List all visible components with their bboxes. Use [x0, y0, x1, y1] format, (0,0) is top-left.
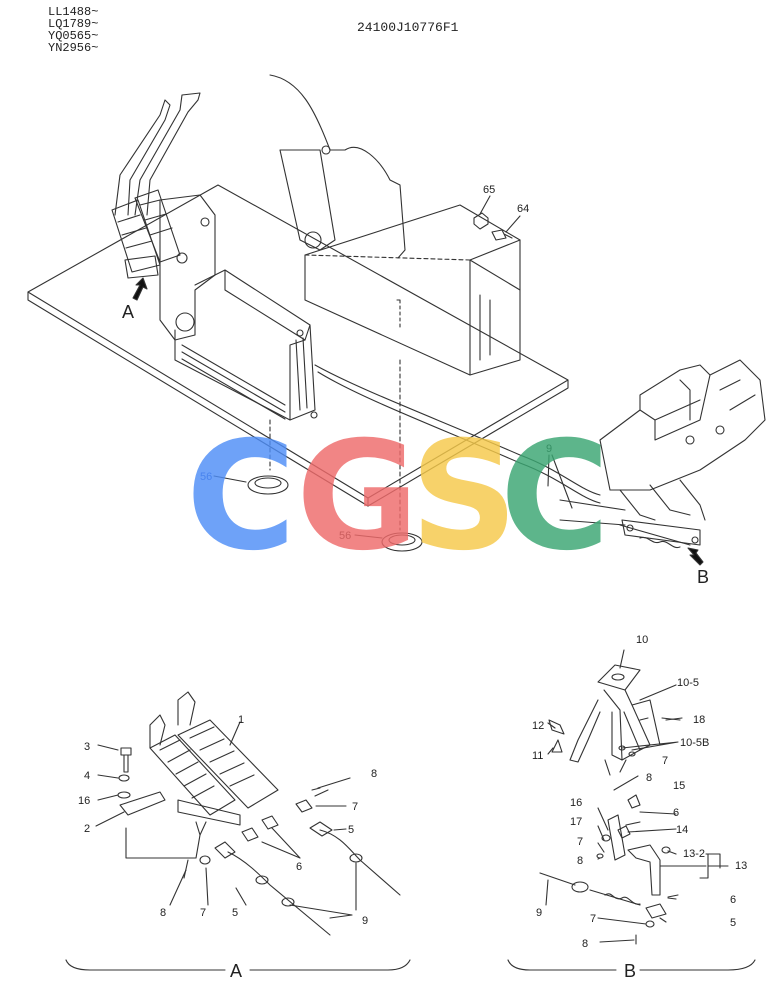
- callout-8: 8: [582, 938, 588, 950]
- washer: [199, 855, 211, 865]
- callout-5: 5: [232, 907, 238, 919]
- callout-9: 9: [536, 907, 542, 919]
- grommet: [381, 532, 423, 552]
- serial-number: LL1488~: [48, 5, 99, 19]
- callout-13-2: 13-2: [683, 848, 705, 860]
- lever: [627, 844, 661, 896]
- callout-6: 6: [296, 861, 302, 873]
- seat-console: [269, 74, 521, 376]
- callout-10-5b: 10-5B: [680, 737, 709, 749]
- callout-labels: 65 64 56 56 9 A B 3 4 16 2 1 8 7 5 6 8 7…: [78, 184, 747, 981]
- callout-10: 10: [636, 634, 648, 646]
- callout-7: 7: [352, 801, 358, 813]
- callout-11: 11: [532, 750, 543, 762]
- callout-6: 6: [673, 807, 679, 819]
- callout-7: 7: [662, 755, 668, 767]
- main-assembly: [27, 74, 766, 566]
- callout-8: 8: [160, 907, 166, 919]
- watermark-letter: G: [296, 410, 419, 584]
- view-b-marker: B: [697, 567, 709, 587]
- serial-number: YN2956~: [48, 41, 99, 55]
- drawing-number: 24100J10776F1: [357, 20, 459, 35]
- callout-13: 13: [735, 860, 747, 872]
- callout-8: 8: [371, 768, 377, 780]
- callout-5: 5: [730, 917, 736, 929]
- view-a-detail: [65, 691, 411, 971]
- callout-5: 5: [348, 824, 354, 836]
- callout-9: 9: [362, 915, 368, 927]
- cable-end: [214, 841, 236, 859]
- grommet: [247, 475, 289, 495]
- callout-7: 7: [200, 907, 206, 919]
- callout-8: 8: [646, 772, 652, 784]
- washer: [117, 791, 131, 799]
- serial-number: LQ1789~: [48, 17, 99, 31]
- pedal-pad: [177, 719, 279, 809]
- callout-9: 9: [546, 443, 552, 455]
- cable-end: [309, 821, 333, 837]
- serial-number: YQ0565~: [48, 29, 99, 43]
- view-b-title: B: [624, 961, 636, 981]
- callout-16: 16: [570, 797, 582, 809]
- view-b-detail: [507, 649, 756, 971]
- callout-8: 8: [577, 855, 583, 867]
- callout-18: 18: [693, 714, 705, 726]
- callout-17: 17: [570, 816, 582, 828]
- travel-pedals: [111, 92, 201, 279]
- callout-1: 1: [238, 714, 244, 726]
- callout-10-5: 10-5: [677, 677, 699, 689]
- callout-7: 7: [577, 836, 583, 848]
- callout-3: 3: [84, 741, 90, 753]
- view-b-arrow: [687, 547, 704, 566]
- watermark-letter: C: [500, 410, 610, 584]
- bracket: [119, 791, 166, 816]
- view-a-arrow: [132, 277, 148, 301]
- bolt: [120, 747, 132, 773]
- callout-6: 6: [730, 894, 736, 906]
- link: [607, 814, 626, 861]
- pedal-valve-body: [159, 194, 318, 421]
- watermark-letter: S: [410, 410, 518, 584]
- nut: [118, 774, 130, 782]
- callout-14: 14: [676, 824, 688, 836]
- control-valve: [599, 359, 766, 546]
- serial-number-list: LL1488~ LQ1789~ YQ0565~ YN2956~: [48, 6, 98, 54]
- callout-12: 12: [532, 720, 544, 732]
- callout-7: 7: [590, 913, 596, 925]
- nut: [473, 212, 489, 230]
- callout-56: 56: [339, 530, 351, 542]
- callout-64: 64: [517, 203, 529, 215]
- view-a-marker: A: [122, 302, 134, 322]
- callout-56: 56: [200, 471, 212, 483]
- callout-65: 65: [483, 184, 495, 196]
- callout-16: 16: [78, 795, 90, 807]
- pedal-pad: [149, 734, 236, 816]
- watermark-logo: C G S C: [186, 410, 610, 584]
- callout-15: 15: [673, 780, 685, 792]
- callout-2: 2: [84, 823, 90, 835]
- bolt: [491, 229, 513, 241]
- view-a-title: A: [230, 961, 242, 981]
- watermark-letter: C: [186, 410, 296, 584]
- valve-bracket: [597, 664, 641, 691]
- callout-4: 4: [84, 770, 90, 782]
